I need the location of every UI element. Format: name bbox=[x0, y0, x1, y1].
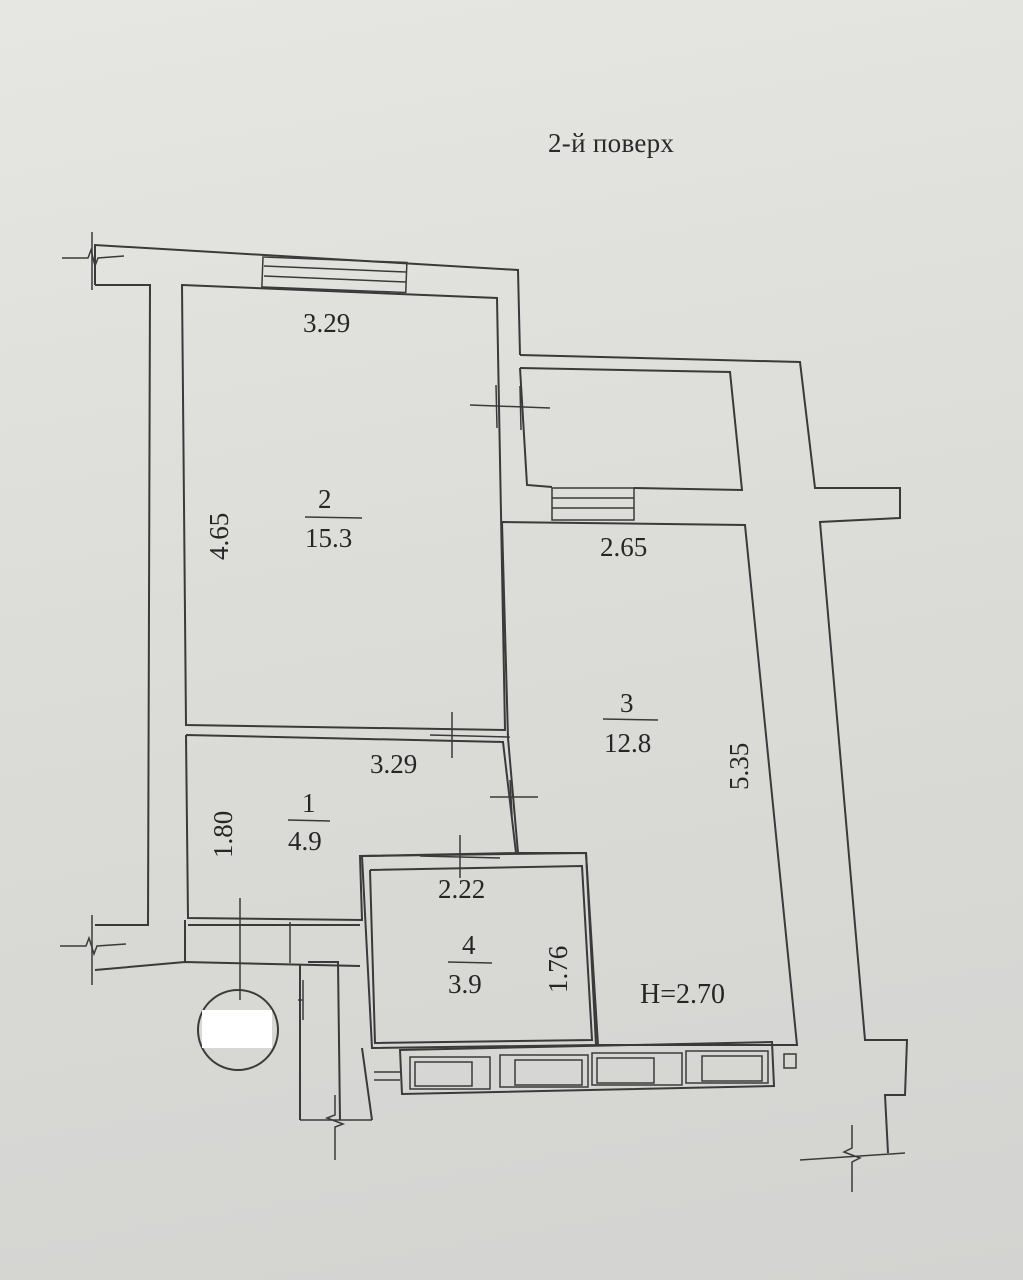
room-1-number: 1 bbox=[302, 788, 316, 818]
door-mark-room-4 bbox=[419, 835, 501, 878]
door-mark-loggia bbox=[469, 384, 551, 431]
room-1-area: 4.9 bbox=[288, 826, 322, 856]
room-3-fraction-line bbox=[602, 718, 659, 721]
room-1-width: 3.29 bbox=[370, 749, 417, 779]
door-mark-room-2 bbox=[429, 712, 511, 758]
window-room-2 bbox=[261, 256, 408, 294]
room-2-outline bbox=[180, 283, 507, 732]
room-1-length: 1.80 bbox=[208, 811, 238, 858]
room-3-length: 5.35 bbox=[724, 743, 754, 790]
break-mark-bottom-center bbox=[300, 1095, 372, 1160]
window-band-bottom bbox=[374, 1040, 797, 1096]
room-3-area: 12.8 bbox=[604, 728, 651, 758]
loggia-outline bbox=[519, 354, 909, 1154]
room-2-area: 15.3 bbox=[305, 523, 352, 553]
room-2-fraction-line bbox=[304, 516, 363, 519]
break-mark-mid-left bbox=[60, 915, 127, 985]
room-2-number: 2 bbox=[318, 484, 332, 514]
room-4-number: 4 bbox=[462, 930, 476, 960]
riser-circle bbox=[197, 989, 279, 1071]
room-2-width: 3.29 bbox=[303, 308, 350, 338]
ceiling-height: H=2.70 bbox=[640, 979, 725, 1010]
room-4-fraction-line bbox=[447, 961, 493, 964]
room-3-width: 2.65 bbox=[600, 532, 647, 562]
break-mark-top-left bbox=[62, 232, 125, 290]
room-4-area: 3.9 bbox=[448, 969, 482, 999]
entrance-area bbox=[184, 898, 360, 1121]
room-1-fraction-line bbox=[287, 819, 331, 822]
room-1-outline bbox=[185, 734, 518, 922]
room-4-width: 2.22 bbox=[438, 874, 485, 904]
left-exterior-wall bbox=[94, 243, 521, 971]
door-mark-room-3 bbox=[490, 779, 538, 816]
room-4-length: 1.76 bbox=[543, 946, 573, 993]
floor-label: 2-й поверх bbox=[548, 128, 675, 158]
room-2-length: 4.65 bbox=[204, 513, 234, 560]
window-room-3 bbox=[551, 487, 635, 521]
room-3-number: 3 bbox=[620, 688, 634, 718]
break-mark-bottom-right bbox=[799, 1125, 906, 1192]
redaction-patch bbox=[202, 1010, 272, 1048]
